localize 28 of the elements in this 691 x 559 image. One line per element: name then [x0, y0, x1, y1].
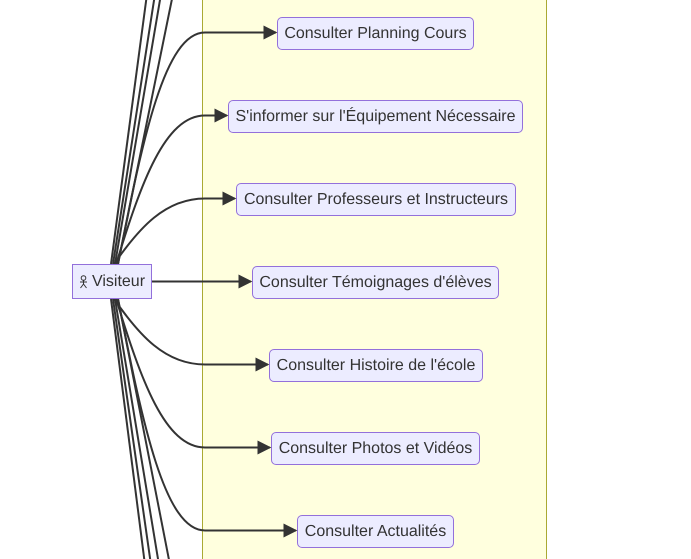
use-case-label: Consulter Témoignages d'élèves: [259, 272, 492, 292]
use-case-box: [228, 100, 523, 133]
use-case-box: [297, 515, 454, 548]
use-case-label: Consulter Professeurs et Instructeurs: [244, 190, 508, 210]
use-case-box: [236, 183, 516, 216]
connector-line: [110, 0, 148, 264]
use-case-box: [271, 432, 480, 465]
connector-line: [115, 298, 272, 454]
connector-line: [112, 298, 152, 559]
connector-line: [112, 0, 156, 264]
connector-line: [110, 298, 146, 559]
use-case-box: [252, 266, 499, 299]
use-case-box: [277, 17, 474, 50]
connector-line: [114, 0, 162, 264]
actor-label: Visiteur: [92, 272, 146, 292]
group-band: [202, 0, 547, 559]
connector-line: [117, 0, 174, 264]
connector-line: [114, 298, 160, 559]
connector-line: [152, 274, 252, 288]
use-case-label: Consulter Histoire de l'école: [276, 356, 476, 376]
connector-line: [117, 298, 171, 559]
use-case-label: Consulter Photos et Vidéos: [278, 438, 472, 458]
use-case-label: S'informer sur l'Équipement Nécessaire: [236, 106, 516, 126]
use-case-label: Consulter Planning Cours: [284, 24, 467, 44]
use-case-label: Consulter Actualités: [304, 522, 446, 542]
connector-line: [115, 108, 228, 264]
use-case-box: [269, 349, 483, 382]
actor-box: [72, 264, 152, 299]
